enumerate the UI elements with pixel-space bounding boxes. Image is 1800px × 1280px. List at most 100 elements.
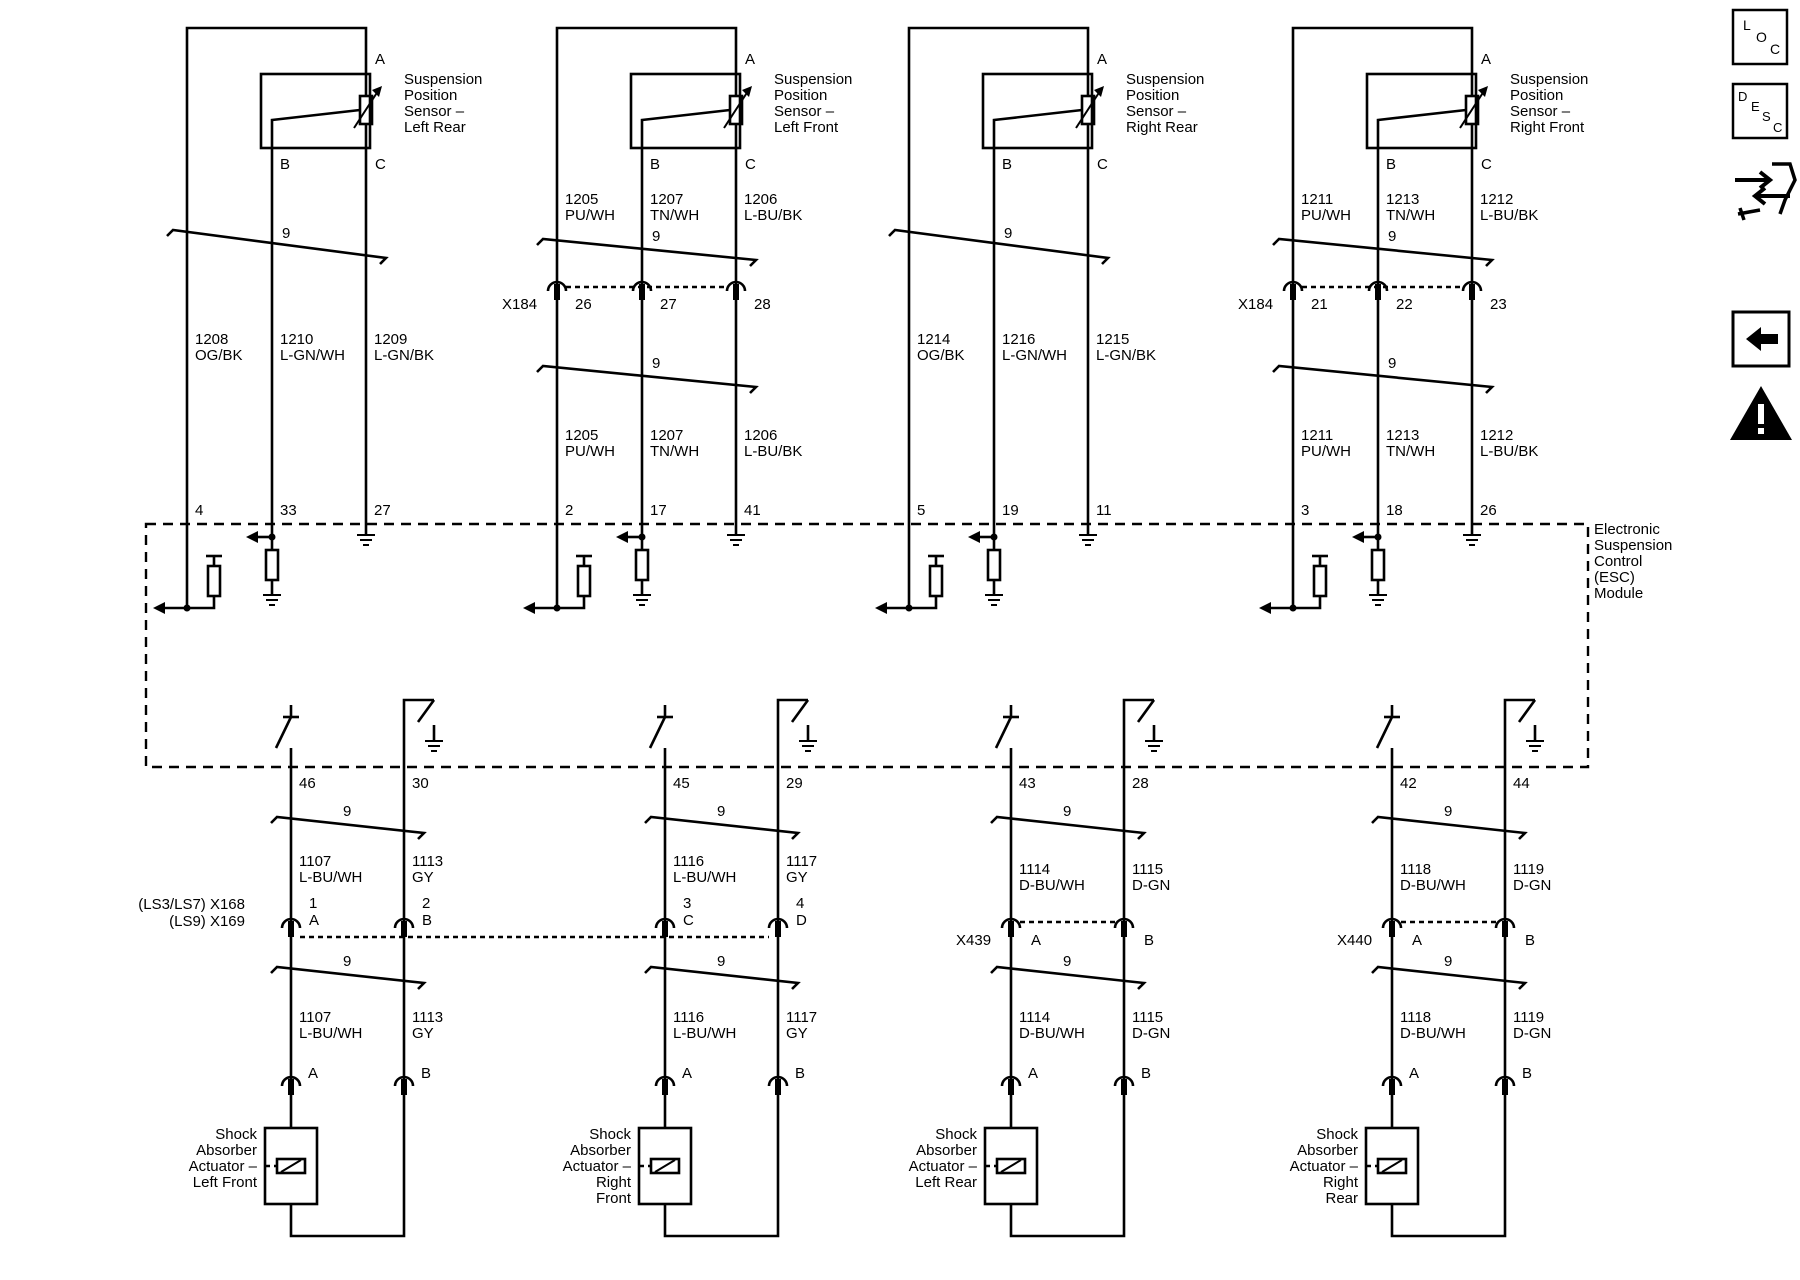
circuit-number: 1205: [565, 191, 598, 208]
circuit-wire-a: [1291, 26, 1474, 608]
connector-pin-letter: D: [796, 912, 807, 929]
actuator-coil: [1381, 1159, 1403, 1173]
twisted-pair-marker: [270, 815, 427, 840]
wire-color: L-GN/WH: [1002, 347, 1067, 364]
actuator-name: Right: [1323, 1174, 1359, 1191]
wire-color: TN/WH: [650, 443, 699, 460]
description-button-frame[interactable]: [1731, 82, 1789, 140]
actuator-name: Actuator –: [1290, 1158, 1359, 1175]
module-pin-number: 45: [673, 775, 690, 792]
sensor-wiper: [270, 108, 361, 148]
circuit-number: 1207: [650, 427, 683, 444]
connector-pin: [662, 921, 668, 937]
resistor: [206, 564, 222, 598]
actuator-name: Absorber: [916, 1142, 977, 1159]
twisted-pair-label: 9: [652, 355, 660, 372]
actuator-name: Shock: [215, 1126, 257, 1143]
actuator-pin-label: A: [1409, 1065, 1419, 1082]
circuit-number: 1213: [1386, 191, 1419, 208]
module-pin-number: 46: [299, 775, 316, 792]
wire-color: D-BU/WH: [1400, 1025, 1466, 1042]
arrow-head: [153, 602, 165, 614]
twisted-pair-marker: [166, 228, 389, 265]
wire-color: D-BU/WH: [1400, 877, 1466, 894]
wire-color: TN/WH: [1386, 207, 1435, 224]
potentiometer-arrow: [723, 87, 751, 129]
connector-tools-icon[interactable]: [1735, 162, 1797, 221]
sensor-pin-label: C: [1481, 156, 1492, 173]
wire-color: L-BU/WH: [673, 1025, 736, 1042]
connector-label: (LS9) X169: [169, 913, 245, 930]
connector-pin-letter: B: [1144, 932, 1154, 949]
description-button-letter[interactable]: S: [1762, 109, 1771, 124]
circuit-number: 1118: [1400, 861, 1431, 878]
location-button-frame[interactable]: [1731, 8, 1789, 66]
module-pin-number: 4: [195, 502, 203, 519]
internal-wire: [1503, 698, 1535, 775]
sensor-name: Position: [404, 87, 457, 104]
connector-pin: [1389, 921, 1395, 937]
actuator-terminal: [1000, 1075, 1022, 1087]
connector-pin: [1008, 1079, 1014, 1095]
arrow-head: [523, 602, 535, 614]
actuator-pin-label: A: [308, 1065, 318, 1082]
actuator-terminal: [654, 1075, 676, 1087]
wire-color: L-GN/BK: [1096, 347, 1156, 364]
inline-terminal: [654, 917, 676, 929]
x184-terminal: [1282, 280, 1304, 292]
warning-exclamation[interactable]: [1758, 428, 1764, 434]
location-button-letter[interactable]: L: [1743, 17, 1751, 33]
twisted-pair-label: 9: [1063, 953, 1071, 970]
connector-pin-letter: C: [683, 912, 694, 929]
module-pin-number: 27: [374, 502, 391, 519]
connector-pin: [639, 284, 645, 300]
sensor-pin-label: C: [745, 156, 756, 173]
location-button-letter[interactable]: O: [1756, 29, 1767, 45]
circuit-number: 1115: [1132, 861, 1163, 878]
twisted-pair-marker: [990, 815, 1147, 840]
back-arrow-button[interactable]: [1731, 310, 1791, 368]
twisted-pair-marker: [536, 364, 759, 394]
connector-tools-arrows[interactable]: [1735, 170, 1790, 206]
description-button-letter[interactable]: D: [1738, 89, 1747, 104]
description-button-letter[interactable]: E: [1751, 99, 1760, 114]
connector-pin: [401, 921, 407, 937]
circuit-number: 1113: [412, 1009, 443, 1026]
potentiometer-arrow: [1075, 87, 1103, 129]
actuator-pin-label: A: [682, 1065, 692, 1082]
description-button-letter[interactable]: C: [1773, 120, 1782, 135]
circuit-number: 1207: [650, 191, 683, 208]
potentiometer-arrow: [1459, 87, 1487, 129]
actuator-name: Rear: [1325, 1190, 1358, 1207]
warning-exclamation[interactable]: [1758, 404, 1764, 424]
location-button[interactable]: LOC: [1731, 8, 1789, 66]
back-arrow-frame[interactable]: [1731, 310, 1791, 368]
location-button-letter[interactable]: C: [1770, 41, 1780, 57]
actuator-terminal: [280, 1075, 302, 1087]
twisted-pair-label: 9: [717, 803, 725, 820]
low-side-switch: [1517, 699, 1537, 723]
sensor-wiper: [992, 108, 1083, 148]
back-arrow-icon[interactable]: [1746, 327, 1778, 351]
connector-pin-letter: B: [1525, 932, 1535, 949]
sensor-name: Sensor –: [404, 103, 465, 120]
actuator-pin-label: B: [1141, 1065, 1151, 1082]
x184-terminal: [546, 280, 568, 292]
sensor-pin-label: B: [1002, 156, 1012, 173]
actuator-name: Shock: [589, 1126, 631, 1143]
x184-terminal: [725, 280, 747, 292]
arrow-head: [616, 531, 628, 543]
esc-module-label: Control: [1594, 553, 1642, 570]
connector-pin-number: 28: [754, 296, 771, 313]
warning-icon[interactable]: [1730, 386, 1792, 440]
circuit-number: 1118: [1400, 1009, 1431, 1026]
connector-label: X439: [956, 932, 991, 949]
wire-color: OG/BK: [195, 347, 243, 364]
wire-color: L-BU/WH: [299, 869, 362, 886]
connector-pin-number: 2: [422, 895, 430, 912]
internal-wire: [1293, 596, 1322, 610]
connector-pin-letter: B: [422, 912, 432, 929]
connector-tools-hand[interactable]: [1737, 162, 1797, 221]
wire-color: GY: [786, 869, 808, 886]
